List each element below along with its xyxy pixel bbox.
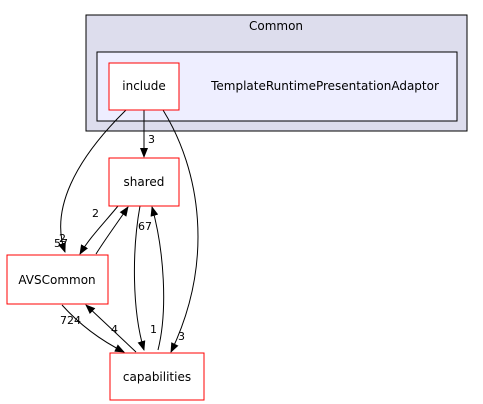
edge-label-capabilities-avscommon: 4: [111, 323, 118, 336]
edge-label-avscommon-capabilities: 724: [60, 314, 81, 327]
edges: [58, 109, 199, 353]
node-capabilities-label: capabilities: [123, 370, 191, 384]
edge-include-avscommon: [58, 109, 127, 253]
cluster-common-label: Common: [249, 19, 303, 33]
edge-label-avscommon-shared: 2: [92, 207, 99, 220]
edge-labels: 3 2 3 57 2 1 67 724 4: [54, 133, 185, 343]
edge-capabilities-avscommon: [85, 304, 137, 353]
node-avscommon[interactable]: AVSCommon: [6, 254, 109, 305]
edge-label-include-capabilities: 3: [178, 330, 185, 343]
edge-label-capabilities-shared: 67: [138, 220, 152, 233]
edge-include-capabilities: [162, 109, 199, 353]
cluster-template-runtime-label: TemplateRuntimePresentationAdaptor: [210, 79, 439, 93]
edge-label-shared-capabilities: 1: [150, 323, 157, 336]
node-include[interactable]: include: [108, 62, 180, 111]
edge-capabilities-shared: [150, 206, 165, 351]
edge-avscommon-capabilities: [61, 304, 125, 353]
node-include-label: include: [122, 79, 165, 93]
edge-label-shared-avscommon: 57: [54, 237, 68, 250]
node-avscommon-label: AVSCommon: [18, 273, 95, 287]
edge-label-include-avscommon: 2: [59, 232, 66, 245]
node-shared[interactable]: shared: [108, 157, 180, 207]
edge-shared-capabilities: [133, 205, 146, 351]
node-shared-label: shared: [124, 175, 165, 189]
edge-avscommon-shared: [95, 206, 129, 255]
node-capabilities[interactable]: capabilities: [109, 352, 205, 401]
edge-shared-avscommon: [79, 205, 119, 255]
edge-label-include-shared: 3: [148, 133, 155, 146]
